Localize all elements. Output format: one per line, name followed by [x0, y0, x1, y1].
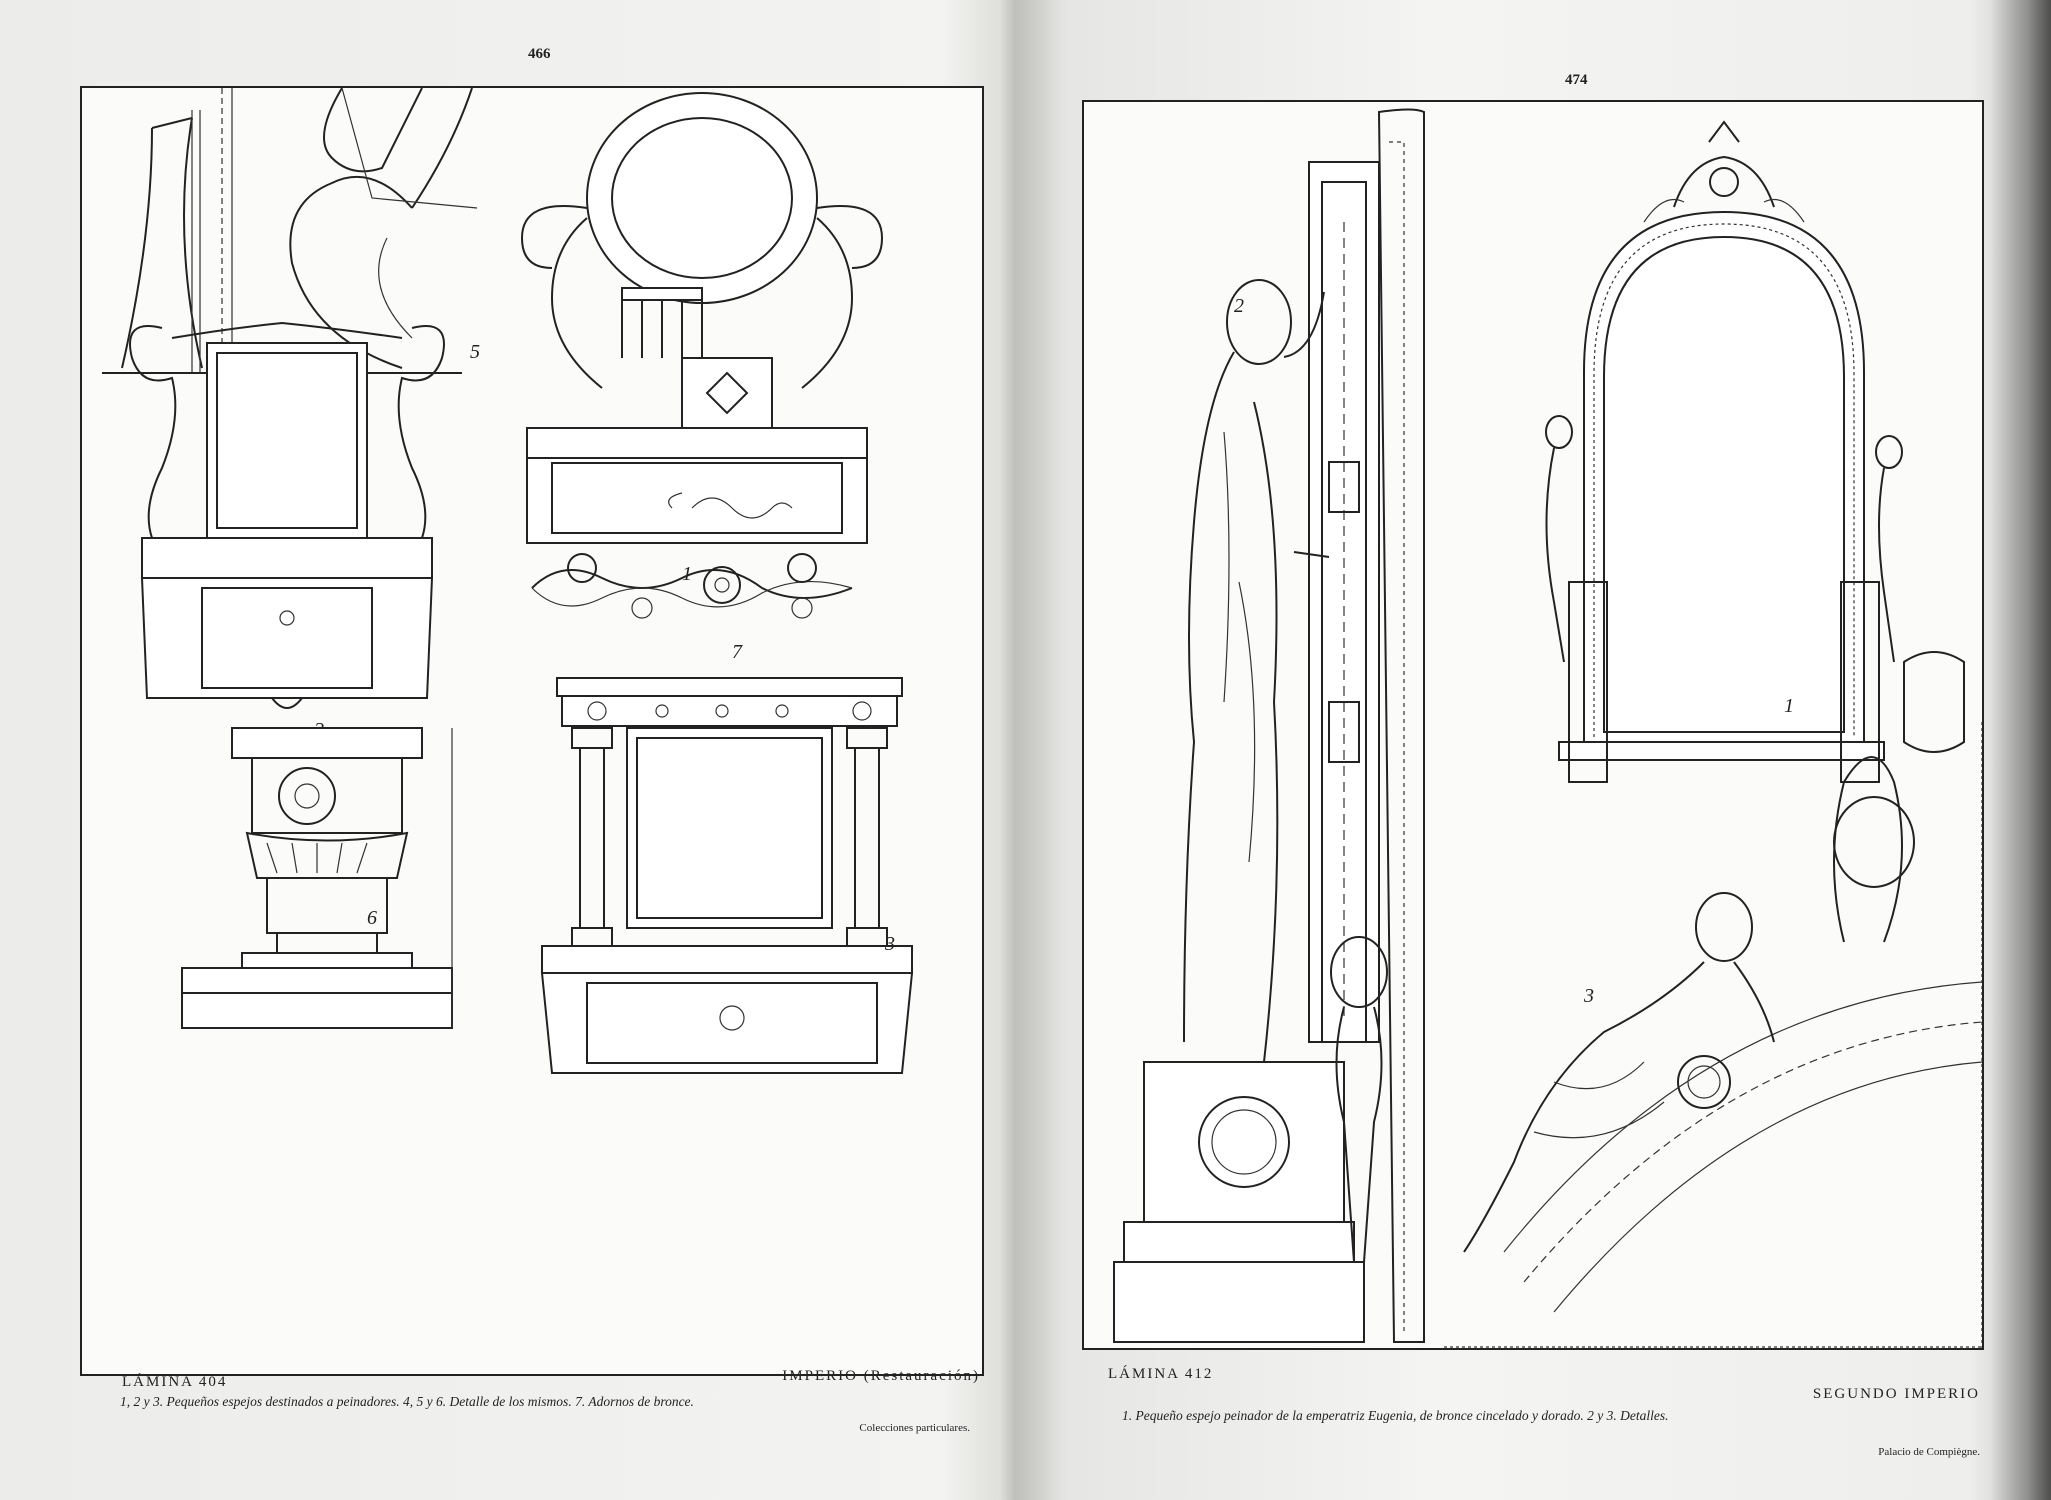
- left-plate-frame: 4 5: [80, 86, 984, 1376]
- figure-2-caryatid-pilaster: [1113, 108, 1425, 1343]
- right-description: 1. Pequeño espejo peinador de la emperat…: [1122, 1408, 1669, 1423]
- figure-label-7: 7: [732, 641, 743, 663]
- right-plate-frame: 2 1: [1082, 100, 1984, 1350]
- left-source: Colecciones particulares.: [859, 1422, 970, 1434]
- figure-3-column-mirror: [540, 677, 914, 1074]
- figure-1-arched-mirror: [1545, 120, 1903, 783]
- right-plate-illustration: 2 1: [1113, 108, 1982, 1348]
- right-style-title: SEGUNDO IMPERIO: [1812, 1386, 1980, 1402]
- left-description: 1, 2 y 3. Pequeños espejos destinados a …: [120, 1394, 694, 1409]
- figure-1-oval-lyre-mirror: [520, 92, 884, 544]
- figure-4-leg-detail: [102, 88, 257, 374]
- right-page-number: 474: [1565, 72, 1588, 88]
- left-page-number: 466: [528, 46, 551, 62]
- left-lamina-number: LÁMINA 404: [122, 1374, 228, 1390]
- right-page: 474: [1030, 0, 2051, 1500]
- figure-label-6: 6: [367, 907, 377, 929]
- figure-label-1: 1: [682, 563, 692, 585]
- book-spine-shadow: [1000, 0, 1030, 1500]
- figure-2-lyre-frame-mirror: [129, 321, 445, 709]
- left-plate-illustration: 4 5: [102, 88, 914, 1074]
- figure-label-5: 5: [470, 341, 480, 363]
- figure-label-3: 3: [1583, 985, 1594, 1007]
- right-source: Palacio de Compiègne.: [1878, 1446, 1980, 1458]
- figure-5-scroll-detail: [289, 88, 478, 374]
- figure-label-3: 3: [884, 933, 895, 955]
- figure-6-capital-detail: [181, 727, 453, 1029]
- left-page: 466 4: [0, 0, 1000, 1500]
- figure-3-reclining-figure: [1444, 651, 1982, 1348]
- figure-label-1: 1: [1784, 695, 1794, 717]
- left-style-title: IMPERIO (Restauración): [782, 1368, 980, 1384]
- figure-label-2: 2: [1234, 295, 1244, 317]
- right-edge-shadow: [1990, 0, 2051, 1500]
- right-lamina-number: LÁMINA 412: [1108, 1366, 1214, 1382]
- figure-7-bronze-ornament: [531, 553, 853, 619]
